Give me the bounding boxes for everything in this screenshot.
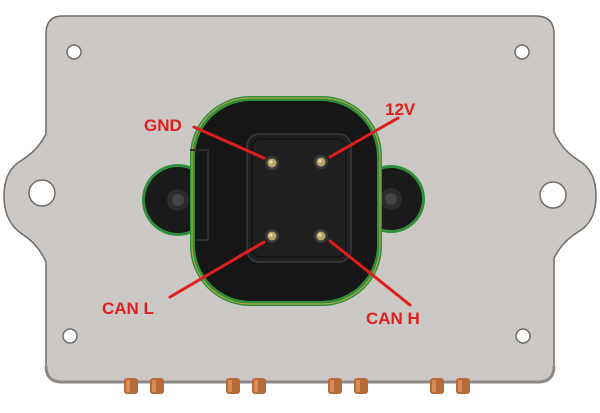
terminal-group-2 <box>226 378 266 394</box>
pin-gnd <box>265 156 279 170</box>
callout-line-can-h <box>328 239 412 307</box>
bottom-terminals <box>124 378 470 394</box>
connector-pcb-rim-gold <box>191 97 381 305</box>
terminal-group-1 <box>124 378 164 394</box>
terminal-group-3 <box>328 378 368 394</box>
label-12v: 12V <box>385 100 416 119</box>
callout-line-12v <box>328 116 400 159</box>
pin-12v <box>314 155 328 169</box>
connector-inner-shadow <box>251 138 347 258</box>
ear-hole-right <box>539 181 567 209</box>
connector-notch <box>190 149 209 241</box>
pin-can-l <box>265 229 279 243</box>
pin-can-h <box>314 229 328 243</box>
label-can-h: CAN H <box>366 309 420 328</box>
mounting-hole-bottom-right <box>515 328 531 344</box>
terminal-group-4 <box>430 378 470 394</box>
callout-line-gnd <box>192 125 266 160</box>
mounting-hole-top-left <box>66 44 82 60</box>
mounting-hole-top-right <box>514 44 530 60</box>
plate-bottom-edge <box>44 365 556 384</box>
label-can-l: CAN L <box>102 299 154 318</box>
ear-hole-left <box>28 179 56 207</box>
label-gnd: GND <box>144 116 182 135</box>
mounting-hole-bottom-left <box>62 328 78 344</box>
callout-line-can-l <box>168 240 266 299</box>
